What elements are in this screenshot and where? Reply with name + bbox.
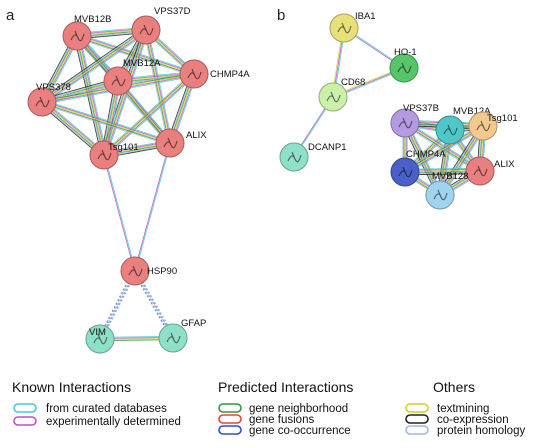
node-b-alix[interactable]: ALIX	[465, 156, 515, 186]
protein-structure-icon	[139, 24, 154, 36]
protein-structure-icon	[326, 91, 341, 103]
legend-item-textmining: textmining	[437, 403, 489, 415]
legend-swatch	[218, 403, 242, 413]
protein-structure-icon	[97, 149, 112, 161]
protein-structure-icon	[187, 68, 202, 80]
protein-structure-icon	[287, 151, 302, 163]
legend-swatch	[13, 403, 37, 413]
edge-alix-hsp90	[134, 142, 171, 272]
protein-structure-icon	[93, 333, 108, 345]
legend-known-title: Known Interactions	[12, 379, 131, 395]
legend: Known Interactions from curated database…	[12, 379, 525, 437]
legend-predicted-title: Predicted Interactions	[218, 379, 353, 395]
protein-structure-icon	[473, 165, 488, 177]
node-hsp90[interactable]: HSP90	[120, 256, 177, 286]
node-vps37d[interactable]: VPS37D	[131, 6, 191, 45]
node-b-tsg101[interactable]: Tsg101	[468, 111, 518, 141]
node-label: MVB12A	[123, 58, 161, 69]
node-label: GFAP	[181, 318, 206, 329]
node-label: DCANP1	[308, 142, 347, 153]
legend-others: Others textmining co-expression protein …	[405, 379, 525, 437]
legend-item-co-expression: co-expression	[437, 414, 509, 426]
edge-chmp4a-tsg101	[102, 72, 196, 157]
protein-structure-icon	[35, 96, 50, 108]
legend-others-title: Others	[433, 379, 475, 395]
node-label: Tsg101	[108, 142, 139, 153]
node-vps378[interactable]: VPS378	[27, 82, 71, 117]
node-label: CHMP4A	[406, 149, 446, 160]
protein-structure-icon	[398, 166, 413, 178]
node-b-vps37b[interactable]: VPS37B	[390, 103, 439, 138]
node-vim[interactable]: VIM	[85, 324, 115, 354]
legend-item-gene-co-occurrence: gene co-occurrence	[249, 425, 351, 437]
edge-vps37d-alix	[143, 29, 173, 144]
node-label: VIM	[89, 327, 106, 338]
node-b-mvb128[interactable]: MVB128	[425, 171, 468, 210]
legend-item-gene-fusions: gene fusions	[249, 414, 314, 426]
panel-letter-b: b	[277, 7, 285, 24]
protein-structure-icon	[397, 62, 412, 74]
legend-item-curated-databases: from curated databases	[46, 403, 167, 415]
node-label: CHMP4A	[210, 69, 250, 80]
edge-tsg101-hsp90	[103, 154, 136, 272]
node-b-mvb12a[interactable]: MVB12A	[435, 106, 491, 145]
legend-item-protein-homology: protein homology	[437, 425, 525, 437]
legend-item-experimentally-determined: experimentally determined	[46, 416, 181, 428]
node-ho1[interactable]: HO-1	[389, 47, 419, 83]
node-tsg101[interactable]: Tsg101	[89, 140, 139, 170]
protein-structure-icon	[476, 120, 491, 132]
node-dcanp1[interactable]: DCANP1	[279, 142, 347, 172]
protein-structure-icon	[111, 75, 126, 87]
node-b-chmp4a[interactable]: CHMP4A	[390, 149, 446, 187]
node-chmp4a[interactable]: CHMP4A	[179, 59, 250, 89]
protein-structure-icon	[166, 332, 181, 344]
legend-known-interactions: Known Interactions from curated database…	[12, 379, 181, 428]
node-gfap[interactable]: GFAP	[158, 318, 206, 353]
protein-structure-icon	[433, 189, 448, 201]
node-label: MVB12B	[74, 14, 112, 25]
protein-structure-icon	[128, 265, 143, 277]
edge-b_tsg101-b_chmp4a	[403, 123, 485, 175]
protein-structure-icon	[70, 30, 85, 42]
node-label: IBA1	[355, 11, 376, 22]
protein-structure-icon	[163, 137, 178, 149]
node-label: HO-1	[394, 47, 417, 58]
panel-letter-a: a	[6, 7, 15, 24]
node-label: MVB12A	[453, 106, 491, 117]
node-label: MVB128	[432, 171, 468, 182]
node-label: Tsg101	[487, 113, 518, 124]
protein-structure-icon	[443, 124, 458, 136]
node-label: ALIX	[186, 130, 207, 141]
node-layer: MVB12BVPS37DMVB12ACHMP4AVPS378Tsg101ALIX…	[27, 6, 518, 354]
node-cd68[interactable]: CD68	[318, 77, 365, 112]
legend-swatch	[218, 425, 242, 435]
legend-swatch	[405, 425, 429, 435]
legend-item-gene-neighborhood: gene neighborhood	[249, 403, 348, 415]
node-mvb12b[interactable]: MVB12B	[62, 14, 112, 51]
node-iba1[interactable]: IBA1	[329, 11, 376, 43]
node-label: VPS378	[36, 82, 71, 93]
protein-structure-icon	[337, 22, 352, 34]
node-label: VPS37D	[154, 6, 191, 17]
legend-predicted-interactions: Predicted Interactions gene neighborhood…	[218, 379, 353, 437]
legend-swatch	[218, 414, 242, 424]
node-label: HSP90	[147, 266, 177, 277]
legend-swatch	[405, 403, 429, 413]
protein-structure-icon	[398, 117, 413, 129]
node-mvb12a[interactable]: MVB12A	[103, 58, 161, 96]
node-label: VPS37B	[403, 103, 439, 114]
node-label: CD68	[341, 77, 365, 88]
edge-vps378-alix	[41, 99, 171, 146]
legend-swatch	[13, 416, 37, 426]
legend-swatch	[405, 414, 429, 424]
node-alix[interactable]: ALIX	[155, 128, 207, 158]
node-label: ALIX	[494, 159, 515, 170]
edge-vps37d-vps378	[40, 27, 148, 105]
